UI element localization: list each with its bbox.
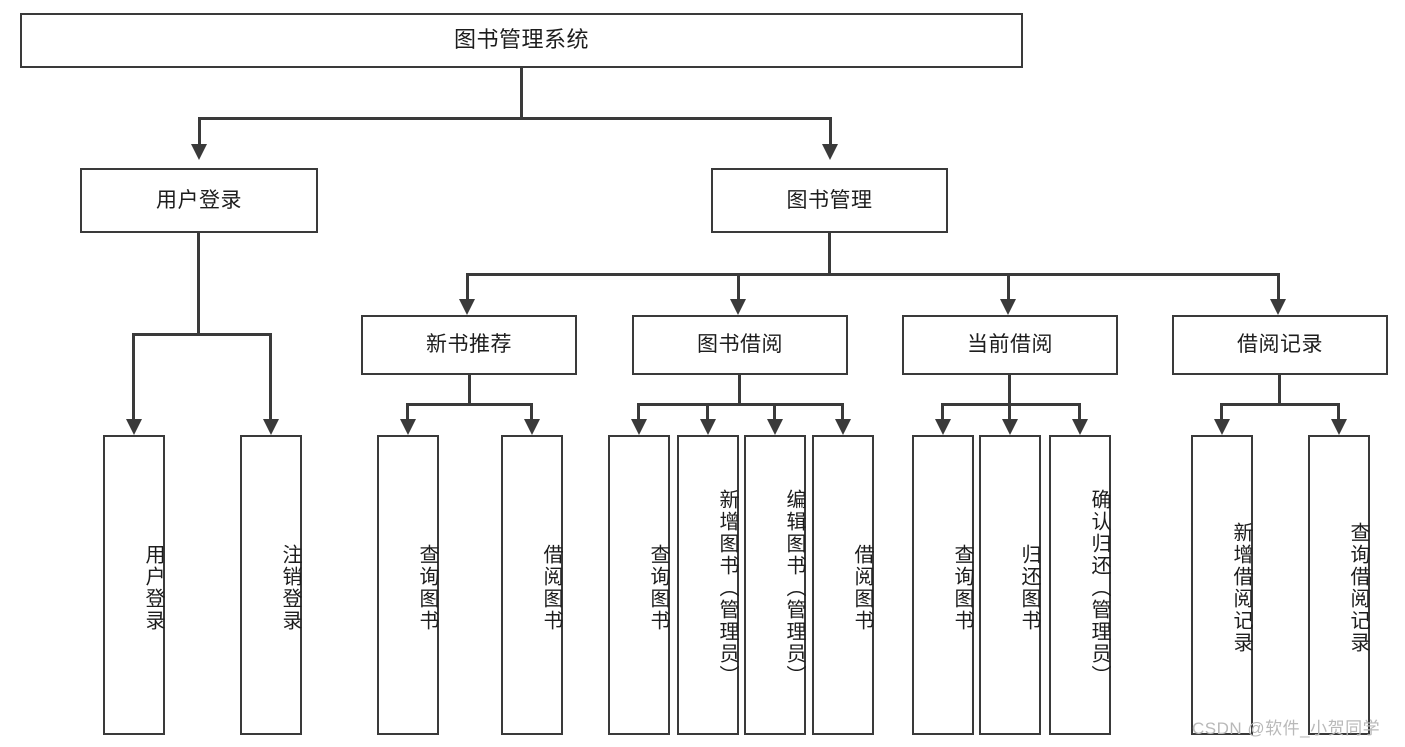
node-leaf-add-record[interactable]: 新增借阅记录 — [1191, 435, 1253, 735]
arrow-to-book-borrow — [730, 299, 746, 315]
arrow-to-new-book-recommend — [459, 299, 475, 315]
arrow-to-leaf-borrow-book-1 — [524, 419, 540, 435]
node-current-borrow[interactable]: 当前借阅 — [902, 315, 1118, 375]
node-user-login[interactable]: 用户登录 — [80, 168, 318, 233]
connector-new-book-stem — [468, 375, 471, 405]
node-leaf-query-record[interactable]: 查询借阅记录 — [1308, 435, 1370, 735]
node-label: 图书管理系统 — [453, 27, 589, 53]
node-label: 新增图书（管理员） — [716, 489, 738, 687]
node-leaf-return-book[interactable]: 归还图书 — [979, 435, 1041, 735]
connector-book-borrow-stem — [738, 375, 741, 405]
connector-root-stem — [520, 68, 523, 119]
node-label: 注销登录 — [279, 544, 301, 632]
arrow-to-leaf-query-book-3 — [935, 419, 951, 435]
node-book-manage[interactable]: 图书管理 — [711, 168, 948, 233]
node-label: 用户登录 — [156, 188, 242, 212]
connector-user-login-bus — [132, 333, 272, 336]
connector-current-borrow-drop-1 — [941, 403, 944, 419]
arrow-to-leaf-query-book-2 — [631, 419, 647, 435]
node-label: 借阅记录 — [1237, 333, 1323, 357]
connector-book-borrow-drop-4 — [841, 403, 844, 419]
arrow-to-book-manage — [822, 144, 838, 160]
node-leaf-query-book-1[interactable]: 查询图书 — [377, 435, 439, 735]
connector-book-manage-stem — [828, 233, 831, 275]
connector-new-book-bus — [406, 403, 533, 406]
node-leaf-add-book[interactable]: 新增图书（管理员） — [677, 435, 739, 735]
node-label: 借阅图书 — [540, 544, 562, 632]
arrow-to-current-borrow — [1000, 299, 1016, 315]
connector-root-drop-left — [198, 117, 201, 144]
node-new-book-recommend[interactable]: 新书推荐 — [361, 315, 577, 375]
node-root-book-management-system[interactable]: 图书管理系统 — [20, 13, 1023, 68]
node-label: 确认归还（管理员） — [1088, 489, 1110, 687]
connector-book-manage-drop-4 — [1277, 273, 1280, 299]
node-leaf-borrow-book-1[interactable]: 借阅图书 — [501, 435, 563, 735]
node-label: 查询图书 — [951, 544, 973, 632]
connector-borrow-record-bus — [1220, 403, 1340, 406]
arrow-to-leaf-query-record — [1331, 419, 1347, 435]
node-leaf-confirm-return[interactable]: 确认归还（管理员） — [1049, 435, 1111, 735]
node-book-borrow[interactable]: 图书借阅 — [632, 315, 848, 375]
node-label: 图书借阅 — [697, 333, 783, 357]
node-borrow-record[interactable]: 借阅记录 — [1172, 315, 1388, 375]
node-label: 图书管理 — [786, 188, 873, 212]
connector-book-borrow-drop-2 — [706, 403, 709, 419]
arrow-to-user-login — [191, 144, 207, 160]
connector-root-drop-right — [829, 117, 832, 144]
arrow-to-leaf-logout-login — [263, 419, 279, 435]
node-label: 当前借阅 — [967, 333, 1053, 357]
connector-book-manage-drop-1 — [466, 273, 469, 299]
connector-book-borrow-drop-1 — [637, 403, 640, 419]
node-leaf-borrow-book-2[interactable]: 借阅图书 — [812, 435, 874, 735]
connector-new-book-drop-1 — [406, 403, 409, 419]
arrow-to-leaf-user-login — [126, 419, 142, 435]
connector-book-manage-drop-2 — [737, 273, 740, 299]
connector-user-login-stem — [197, 233, 200, 335]
node-label: 归还图书 — [1018, 544, 1040, 632]
connector-book-borrow-bus — [637, 403, 844, 406]
arrow-to-leaf-return-book — [1002, 419, 1018, 435]
connector-user-login-drop-2 — [269, 333, 272, 419]
node-label: 新增借阅记录 — [1230, 522, 1252, 654]
node-leaf-logout-login[interactable]: 注销登录 — [240, 435, 302, 735]
node-leaf-query-book-3[interactable]: 查询图书 — [912, 435, 974, 735]
arrow-to-leaf-query-book-1 — [400, 419, 416, 435]
connector-current-borrow-drop-3 — [1078, 403, 1081, 419]
node-label: 新书推荐 — [426, 333, 512, 357]
node-label: 借阅图书 — [851, 544, 873, 632]
arrow-to-leaf-confirm-return — [1072, 419, 1088, 435]
connector-book-manage-bus — [466, 273, 1280, 276]
arrow-to-leaf-add-book — [700, 419, 716, 435]
node-leaf-user-login[interactable]: 用户登录 — [103, 435, 165, 735]
arrow-to-leaf-borrow-book-2 — [835, 419, 851, 435]
connector-borrow-record-drop-2 — [1337, 403, 1340, 419]
node-label: 编辑图书（管理员） — [783, 489, 805, 687]
connector-current-borrow-drop-2 — [1008, 403, 1011, 419]
connector-root-bus — [198, 117, 832, 120]
node-leaf-query-book-2[interactable]: 查询图书 — [608, 435, 670, 735]
arrow-to-leaf-edit-book — [767, 419, 783, 435]
connector-borrow-record-stem — [1278, 375, 1281, 405]
node-label: 用户登录 — [142, 544, 164, 632]
connector-book-borrow-drop-3 — [773, 403, 776, 419]
node-label: 查询图书 — [647, 544, 669, 632]
connector-new-book-drop-2 — [530, 403, 533, 419]
connector-book-manage-drop-3 — [1007, 273, 1010, 299]
arrow-to-borrow-record — [1270, 299, 1286, 315]
node-label: 查询图书 — [416, 544, 438, 632]
connector-user-login-drop-1 — [132, 333, 135, 419]
arrow-to-leaf-add-record — [1214, 419, 1230, 435]
connector-borrow-record-drop-1 — [1220, 403, 1223, 419]
connector-current-borrow-bus — [941, 403, 1081, 406]
node-label: 查询借阅记录 — [1347, 522, 1369, 654]
node-leaf-edit-book[interactable]: 编辑图书（管理员） — [744, 435, 806, 735]
connector-current-borrow-stem — [1008, 375, 1011, 405]
